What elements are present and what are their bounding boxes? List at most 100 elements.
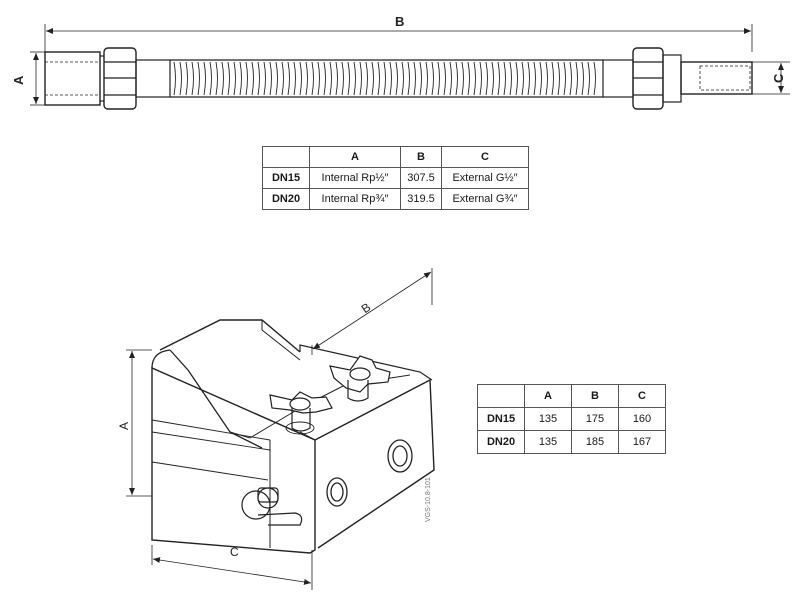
hose-ridge — [323, 61, 326, 96]
valve-dimension-c-line — [152, 557, 312, 585]
valve-block-drawing — [126, 268, 435, 590]
hose-ridge — [431, 61, 434, 96]
table-row: DN15 Internal Rp½″ 307.5 External G½″ — [262, 167, 529, 189]
hose-ridge — [401, 61, 404, 96]
flexible-hose-drawing — [30, 24, 790, 110]
hose-ridge — [299, 61, 302, 96]
hose-ridge — [281, 61, 284, 96]
table-cell: 175 — [571, 407, 619, 431]
hose-ridge — [179, 61, 182, 96]
hose-ridge — [497, 61, 500, 96]
hose-ridge — [413, 61, 416, 96]
hose-ridge — [527, 61, 530, 96]
hose-ridge — [185, 61, 188, 96]
hose-ridge — [485, 61, 488, 96]
table-row: DN20 Internal Rp¾″ 319.5 External G¾″ — [262, 188, 529, 210]
hose-ridge — [359, 61, 362, 96]
table-cell: Internal Rp½″ — [309, 167, 401, 189]
hose-ridge — [353, 61, 356, 96]
top-handle-knob — [269, 391, 333, 435]
side-port-right — [387, 439, 413, 473]
table-cell: DN20 — [262, 188, 310, 210]
table-header-cell: C — [618, 384, 666, 408]
table-header-cell — [477, 384, 525, 408]
hose-ridge — [575, 61, 578, 96]
rear-handle-knob — [329, 355, 391, 402]
hose-ridge — [365, 61, 368, 96]
table-cell: External G¾″ — [441, 188, 529, 210]
hose-ridge — [293, 61, 296, 96]
hose-ridge — [215, 61, 218, 96]
hose-ridge — [539, 61, 542, 96]
hose-ridge — [239, 61, 242, 96]
hose-ridge — [503, 61, 506, 96]
hose-ridge — [437, 61, 440, 96]
hose-ridge — [305, 61, 308, 96]
hose-ridge — [317, 61, 320, 96]
hose-ridge — [509, 61, 512, 96]
hose-ridge — [467, 61, 470, 96]
hose-ridge — [443, 61, 446, 96]
hose-ridge — [473, 61, 476, 96]
hose-ridge — [545, 61, 548, 96]
hose-ridge — [287, 61, 290, 96]
block-right-face — [314, 378, 435, 549]
hose-ridge — [221, 61, 224, 96]
hose-ridge — [425, 61, 428, 96]
table-header-row: A B C — [262, 146, 529, 168]
hose-ridge — [269, 61, 272, 96]
hose-spec-table: A B C DN15 Internal Rp½″ 307.5 External … — [262, 146, 529, 210]
hose-ridge — [275, 61, 278, 96]
hose-ridge — [257, 61, 260, 96]
table-header-cell: A — [524, 384, 572, 408]
table-cell: DN15 — [477, 407, 525, 431]
hose-ridge — [479, 61, 482, 96]
table-header-cell — [262, 146, 310, 168]
side-port-left — [326, 477, 348, 507]
hose-ridge — [419, 61, 422, 96]
hose-ridge — [191, 61, 194, 96]
hose-ridge — [329, 61, 332, 96]
table-header-row: A B C — [477, 384, 666, 408]
valve-dimension-table: A B C DN15 135 175 160 DN20 135 185 167 — [477, 384, 666, 454]
hose-ridge — [593, 61, 596, 96]
hose-ridge — [557, 61, 560, 96]
hose-ridge — [521, 61, 524, 96]
hose-ridge — [173, 61, 176, 96]
hose-ridge — [251, 61, 254, 96]
table-cell: 167 — [618, 430, 666, 454]
valve-side-code: VGS-10.8-101 — [425, 477, 432, 522]
table-cell: Internal Rp¾″ — [309, 188, 401, 210]
table-cell: External G½″ — [441, 167, 529, 189]
table-header-cell: C — [441, 146, 529, 168]
right-male-fitting — [662, 54, 682, 103]
valve-dim-b-label: B — [359, 300, 374, 316]
hose-ridge — [197, 61, 200, 96]
hose-ridge — [407, 61, 410, 96]
table-cell: 319.5 — [400, 188, 442, 210]
hose-ridge — [569, 61, 572, 96]
drain-valve — [241, 487, 303, 526]
hose-ridge — [245, 61, 248, 96]
valve-dimension-b-line — [312, 271, 432, 350]
table-cell: 307.5 — [400, 167, 442, 189]
hose-ridge — [335, 61, 338, 96]
table-cell: DN20 — [477, 430, 525, 454]
hose-ridge — [515, 61, 518, 96]
hose-ridge — [209, 61, 212, 96]
hose-ridge — [533, 61, 536, 96]
hose-ridge — [587, 61, 590, 96]
valve-dim-c-label: C — [230, 545, 239, 559]
hose-ridge — [461, 61, 464, 96]
hose-ridge — [395, 61, 398, 96]
hose-ridge — [563, 61, 566, 96]
table-header-cell: B — [571, 384, 619, 408]
hose-ridge — [227, 61, 230, 96]
hose-ridge — [263, 61, 266, 96]
hose-ridge — [551, 61, 554, 96]
hose-ridge — [377, 61, 380, 96]
hose-ridge — [371, 61, 374, 96]
table-cell: 160 — [618, 407, 666, 431]
hose-dim-a-label: A — [11, 75, 26, 85]
